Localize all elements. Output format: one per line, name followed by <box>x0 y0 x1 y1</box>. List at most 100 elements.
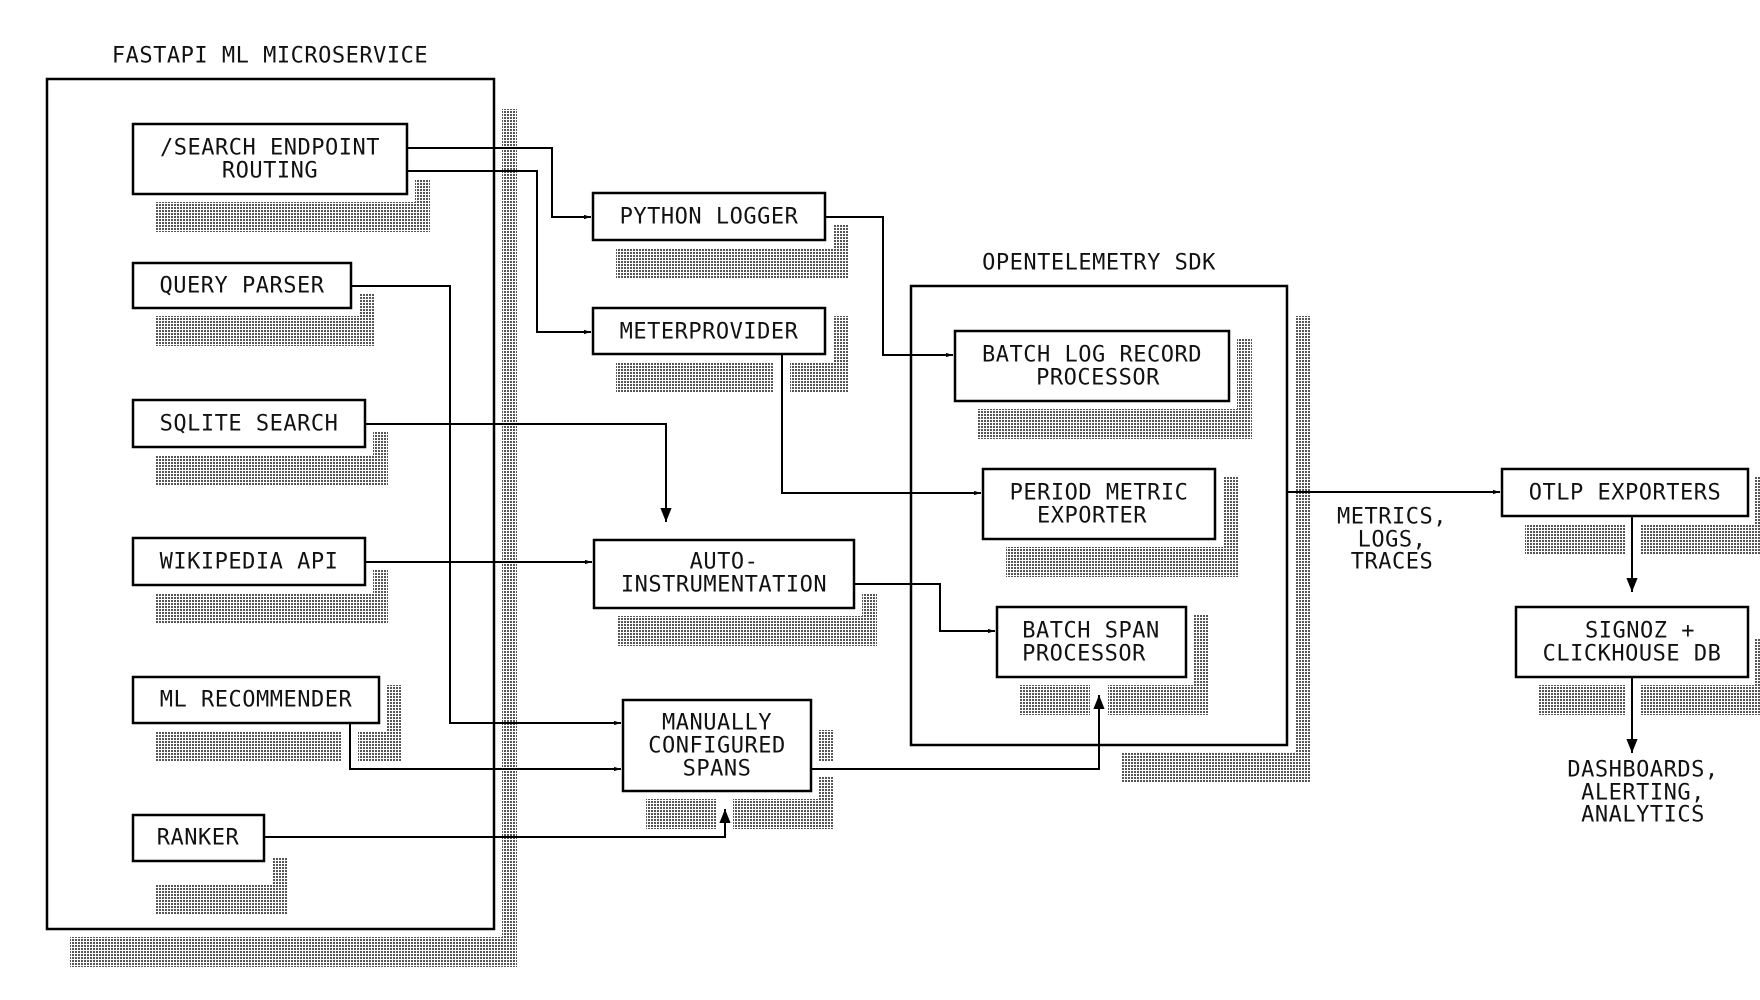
otlp-exporters-shadow <box>1525 524 1625 554</box>
python-logger-shadow-side <box>833 225 848 248</box>
wikipedia-api-shadow-side <box>373 570 388 593</box>
node-label: SQLITE SEARCH <box>160 412 339 437</box>
node-manual-spans[interactable]: MANUALLY CONFIGURED SPANS <box>621 698 813 793</box>
node-otlp-exporters[interactable]: OTLP EXPORTERS <box>1500 467 1750 518</box>
node-label: INSTRUMENTATION <box>621 573 827 598</box>
otel-sdk-group-title: OPENTELEMETRY SDK <box>982 251 1216 276</box>
node-period-metric[interactable]: PERIOD METRIC EXPORTER <box>981 467 1217 541</box>
edge-label-line: LOGS, <box>1358 528 1427 553</box>
ranker-shadow <box>156 884 287 914</box>
batch-log-box <box>953 329 1231 403</box>
auto-instrumentation-box <box>592 538 856 610</box>
manual-spans-shadow-side-top <box>819 730 834 761</box>
fastapi-group <box>45 77 496 931</box>
node-label: ROUTING <box>222 159 318 184</box>
edge-meterprovider-to-period-metric <box>781 354 981 496</box>
signoz-shadow <box>1539 685 1625 715</box>
node-label: SPANS <box>683 757 752 782</box>
edge-search-to-python-logger <box>407 147 591 220</box>
batch-span-shadow-side <box>1194 615 1209 685</box>
search-endpoint-shadow-side <box>415 179 430 202</box>
edge-python-logger-to-batch-log <box>825 216 953 358</box>
manual-spans-box <box>621 698 813 793</box>
node-query-parser[interactable]: QUERY PARSER <box>131 261 353 310</box>
node-label: WIKIPEDIA API <box>160 550 339 575</box>
node-meterprovider[interactable]: METERPROVIDER <box>591 306 827 356</box>
sqlite-search-shadow <box>156 455 388 485</box>
node-python-logger[interactable]: PYTHON LOGGER <box>591 191 827 242</box>
fastapi-group-shadow-bottom <box>70 937 517 967</box>
sqlite-search-box <box>131 398 367 449</box>
meterprovider-shadow <box>616 362 774 392</box>
node-auto-instrumentation[interactable]: AUTO- INSTRUMENTATION <box>592 538 856 610</box>
node-wikipedia-api[interactable]: WIKIPEDIA API <box>131 536 367 587</box>
manual-spans-shadow-side <box>819 776 834 799</box>
node-batch-span[interactable]: BATCH SPAN PROCESSOR <box>995 605 1188 679</box>
edge-ml-recommender-to-manual-spans <box>349 723 621 772</box>
node-label: PROCESSOR <box>1036 366 1160 391</box>
outputs-label-line: ANALYTICS <box>1581 803 1705 828</box>
node-label: QUERY PARSER <box>160 274 325 299</box>
batch-span-box <box>995 605 1188 679</box>
node-sqlite-search[interactable]: SQLITE SEARCH <box>131 398 367 449</box>
node-label: PERIOD METRIC <box>1010 481 1189 506</box>
edge-label-line: METRICS, <box>1337 505 1447 530</box>
meterprovider-shadow-side <box>833 316 848 362</box>
outputs-label-line: ALERTING, <box>1581 781 1705 806</box>
meterprovider-box <box>591 306 827 356</box>
fastapi-group-shadow-right <box>502 109 517 937</box>
node-label: PYTHON LOGGER <box>620 205 799 230</box>
edges <box>264 147 1638 838</box>
wikipedia-api-shadow <box>156 593 388 623</box>
node-ranker[interactable]: RANKER <box>131 813 266 863</box>
ml-recommender-box <box>131 675 381 725</box>
node-label: RANKER <box>157 826 240 851</box>
node-label: EXPORTER <box>1037 504 1147 529</box>
signoz-shadow-b <box>1640 685 1760 715</box>
node-ml-recommender[interactable]: ML RECOMMENDER <box>131 675 381 725</box>
python-logger-box <box>591 191 827 242</box>
edge-ranker-to-manual-spans <box>264 809 731 838</box>
sdk-group-shadow-right <box>1295 316 1310 753</box>
query-parser-shadow <box>156 316 374 346</box>
batch-span-shadow <box>1020 685 1090 715</box>
node-label: METERPROVIDER <box>620 320 799 345</box>
otlp-exporters-box <box>1500 467 1750 518</box>
node-label: /SEARCH ENDPOINT <box>160 136 380 161</box>
otlp-exporters-shadow-b <box>1640 524 1760 554</box>
edge-label-line: TRACES <box>1351 550 1433 575</box>
query-parser-box <box>131 261 353 310</box>
node-label: OTLP EXPORTERS <box>1529 481 1721 506</box>
edge-label-sdk-to-otlp: METRICS, LOGS, TRACES <box>1337 505 1447 575</box>
query-parser-shadow-side <box>359 293 374 316</box>
node-label: ML RECOMMENDER <box>160 688 353 713</box>
signoz-box <box>1514 605 1750 679</box>
node-search-endpoint[interactable]: /SEARCH ENDPOINT ROUTING <box>131 122 409 196</box>
auto-instrumentation-shadow <box>617 616 877 646</box>
batch-span-shadow-b <box>1108 685 1209 715</box>
fastapi-group-title: FASTAPI ML MICROSERVICE <box>112 44 428 69</box>
node-signoz[interactable]: SIGNOZ + CLICKHOUSE DB <box>1514 605 1750 679</box>
ranker-shadow-side <box>272 858 287 884</box>
signoz-shadow-side <box>1755 638 1760 685</box>
node-label: AUTO- <box>690 550 759 575</box>
node-label: CONFIGURED <box>648 734 785 759</box>
ml-recommender-shadow <box>156 731 342 761</box>
shadows <box>70 109 1760 967</box>
ml-recommender-shadow-side <box>387 685 402 731</box>
period-metric-shadow-side <box>1223 477 1238 547</box>
outputs-label: DASHBOARDS, ALERTING, ANALYTICS <box>1567 758 1718 828</box>
outputs-label-line: DASHBOARDS, <box>1567 758 1718 783</box>
edge-query-parser-to-manual-spans <box>351 285 621 726</box>
node-label: BATCH SPAN <box>1022 619 1159 644</box>
node-label: BATCH LOG RECORD <box>982 343 1202 368</box>
node-label: SIGNOZ + <box>1585 619 1695 644</box>
edge-auto-instrumentation-to-batch-span <box>854 583 995 634</box>
auto-instrumentation-shadow-side <box>862 593 877 616</box>
batch-log-shadow <box>978 409 1252 439</box>
node-batch-log[interactable]: BATCH LOG RECORD PROCESSOR <box>953 329 1231 403</box>
node-label: MANUALLY <box>662 711 772 736</box>
ml-recommender-shadow-b <box>358 731 401 761</box>
wikipedia-api-box <box>131 536 367 587</box>
